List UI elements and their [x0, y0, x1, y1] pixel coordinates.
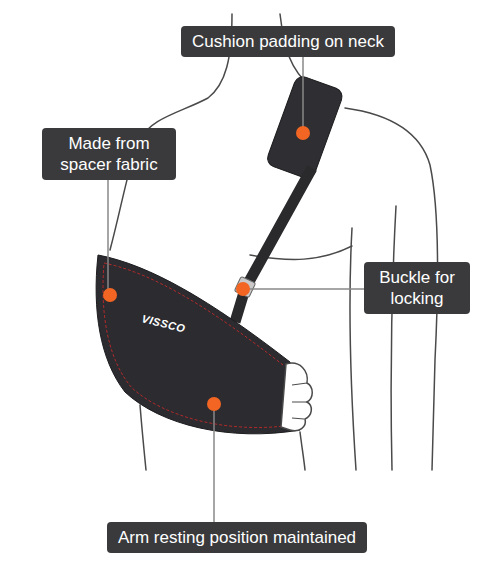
torso-left — [140, 405, 146, 470]
callout-dot — [236, 282, 250, 296]
sling-stitching — [103, 263, 292, 427]
callout-box: Buckle for locking — [364, 262, 470, 314]
hand — [281, 363, 312, 431]
buckle — [234, 276, 255, 297]
callout-box: Made from spacer fabric — [42, 128, 176, 180]
callout-dot — [103, 288, 117, 302]
callout-text: Made from spacer fabric — [53, 133, 165, 175]
callout-text: Arm resting position maintained — [118, 527, 356, 548]
sling-pouch — [96, 255, 300, 434]
leader-lines — [108, 57, 364, 522]
fingers — [292, 383, 307, 419]
callout-box: Cushion padding on neck — [181, 26, 395, 57]
neck-pad — [265, 74, 344, 180]
waist-line — [300, 432, 305, 470]
leader-line — [243, 288, 364, 290]
inner-arm — [391, 206, 396, 470]
leader-line — [302, 57, 304, 133]
strap — [235, 168, 312, 322]
callout-dot — [207, 397, 221, 411]
callout-box: Arm resting position maintained — [107, 522, 367, 553]
callout-text: Buckle for locking — [375, 267, 459, 309]
leader-line — [213, 404, 215, 522]
callout-dot — [296, 126, 310, 140]
leader-line — [107, 180, 109, 295]
torso-side — [350, 228, 356, 470]
callout-text: Cushion padding on neck — [192, 31, 384, 52]
